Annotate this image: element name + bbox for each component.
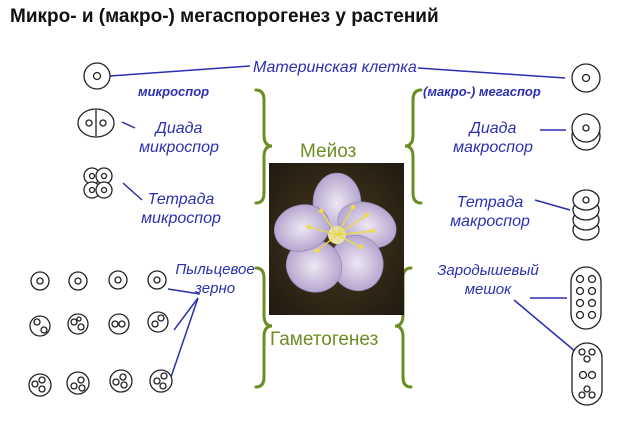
pollen-row-1	[30, 270, 167, 291]
connector-mother-right	[417, 67, 566, 79]
connector-pollen-2	[173, 297, 199, 331]
page-title: Микро- и (макро-) мегаспорогенез у расте…	[10, 6, 439, 27]
label-embryo-sac: Зародышевый мешок	[431, 261, 545, 299]
connector-lines	[109, 65, 577, 381]
label-dyad-micro: Диада микроспор	[134, 119, 224, 157]
mother-cell-macro	[571, 63, 601, 93]
label-tetrad-macro-line1: Тетрада	[456, 194, 524, 211]
pollen-row-3	[28, 369, 173, 397]
label-tetrad-micro-line1: Тетрада	[147, 191, 215, 208]
flower-photo	[269, 163, 404, 315]
label-pollen-line2: зерно	[194, 280, 236, 297]
embryo-sac-2	[571, 342, 603, 406]
label-mother-cell: Материнская клетка	[253, 59, 417, 76]
label-pollen: Пыльцевое зерно	[165, 260, 265, 298]
bracket-left-top	[254, 88, 273, 205]
connector-tetrad-micro	[122, 182, 143, 201]
label-dyad-macro-line2: макроспор	[453, 139, 533, 156]
label-tetrad-macro-line2: макроспор	[450, 213, 530, 230]
label-dyad-micro-line2: микроспор	[139, 139, 219, 156]
label-microspore: микроспор	[138, 84, 210, 99]
label-tetrad-macro: Тетрада макроспор	[440, 193, 540, 231]
label-gametogenesis: Гаметогенез	[270, 329, 379, 350]
tetrad-macrospores	[572, 189, 600, 241]
green-brackets	[254, 88, 423, 389]
connector-pollen-1	[167, 288, 201, 295]
embryo-sac-1	[570, 266, 602, 330]
label-macro-megaspore: (макро-) мегаспор	[423, 84, 541, 99]
tetrad-microspores	[83, 167, 113, 199]
connector-dyad-micro	[121, 121, 136, 129]
label-embryo-sac-line1: Зародышевый	[437, 262, 539, 279]
cells	[28, 62, 603, 406]
label-embryo-sac-line2: мешок	[464, 281, 512, 298]
connector-pollen-3	[169, 297, 199, 381]
label-dyad-micro-line1: Диада	[155, 120, 203, 137]
dyad-microspores	[77, 108, 115, 138]
label-tetrad-micro: Тетрада микроспор	[136, 190, 226, 228]
label-dyad-macro-line1: Диада	[469, 120, 517, 137]
connector-tetrad-macro	[534, 199, 571, 211]
label-pollen-line1: Пыльцевое	[175, 261, 255, 278]
connector-mother-left	[109, 65, 251, 77]
label-tetrad-micro-line2: микроспор	[141, 210, 221, 227]
label-meiosis: Мейоз	[300, 141, 357, 162]
dyad-macrospores	[571, 113, 601, 151]
bracket-right-top	[404, 88, 423, 205]
bracket-left-bottom	[254, 266, 273, 389]
pollen-row-2	[29, 311, 169, 337]
mother-cell-micro	[83, 62, 111, 90]
connector-embryo-2	[513, 299, 577, 353]
label-dyad-macro: Диада макроспор	[443, 119, 543, 157]
